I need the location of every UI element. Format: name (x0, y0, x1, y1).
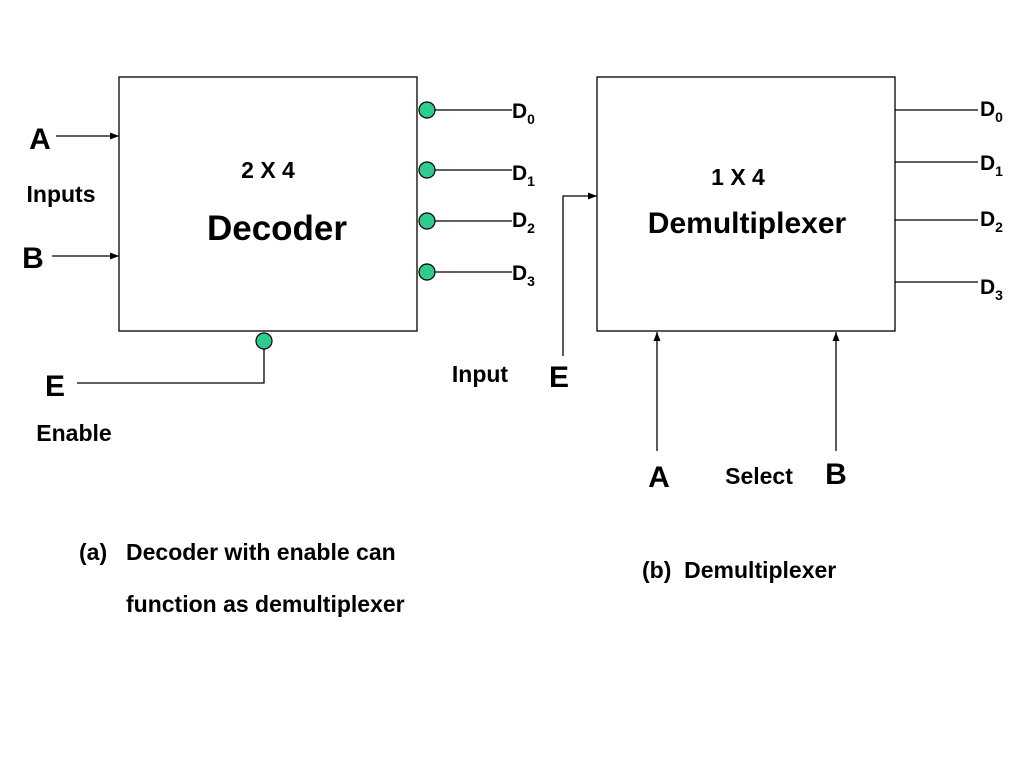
decoder-output-d3: D3 (418, 262, 535, 289)
demux-output-d3: D3 (895, 276, 1003, 303)
decoder-input-b-label: B (22, 242, 44, 275)
demux-input-letter: E (549, 361, 569, 394)
demux-output-label: D0 (980, 98, 1003, 125)
demux-size-label: 1 X 4 (711, 164, 765, 190)
decoder-output-bubble (418, 263, 436, 281)
demux-output-d2: D2 (895, 208, 1003, 235)
decoder-output-label: D0 (512, 100, 535, 127)
demux-box (596, 76, 896, 332)
decoder-output-d2: D2 (418, 209, 535, 236)
demux-output-d0: D0 (895, 98, 1003, 125)
decoder-output-bubble (418, 101, 436, 119)
caption-a-line1: Decoder with enable can (126, 539, 396, 565)
demux-output-label: D1 (980, 152, 1003, 179)
decoder-enable-label: Enable (36, 420, 111, 446)
caption-a-line2: function as demultiplexer (126, 591, 405, 617)
demux-output-label: D3 (980, 276, 1003, 303)
decoder-output-d1: D1 (418, 161, 535, 189)
decoder-output-label: D1 (512, 162, 535, 189)
decoder-box (118, 76, 418, 332)
demux-group: 1 X 4 Demultiplexer Input E D0 D1 D2 D3 … (452, 76, 1003, 494)
demux-output-d1: D1 (895, 152, 1003, 179)
decoder-output-label: D2 (512, 209, 535, 236)
decoder-enable-wire (77, 341, 265, 384)
demux-output-label: D2 (980, 208, 1003, 235)
decoder-output-label: D3 (512, 262, 535, 289)
demux-title: Demultiplexer (648, 207, 847, 240)
decoder-output-bubble (418, 212, 436, 230)
demux-select-a-label: A (648, 461, 670, 494)
decoder-title: Decoder (207, 209, 347, 248)
demux-select-label: Select (725, 463, 793, 489)
decoder-enable-letter: E (45, 370, 65, 403)
caption-b: (b) Demultiplexer (642, 557, 837, 583)
decoder-inputs-label: Inputs (27, 181, 96, 207)
demux-input-wire (562, 192, 597, 356)
decoder-size-label: 2 X 4 (241, 157, 295, 183)
caption-a-marker: (a) (79, 539, 108, 565)
decoder-group: 2 X 4 Decoder A Inputs B D0 D1 D2 D3 (22, 76, 535, 446)
decoder-output-bubble (418, 161, 436, 179)
demux-input-label: Input (452, 361, 509, 387)
demux-select-b-label: B (825, 458, 847, 491)
decoder-enable-bubble (255, 332, 273, 350)
decoder-input-a-label: A (29, 123, 51, 156)
decoder-output-d0: D0 (418, 100, 535, 127)
